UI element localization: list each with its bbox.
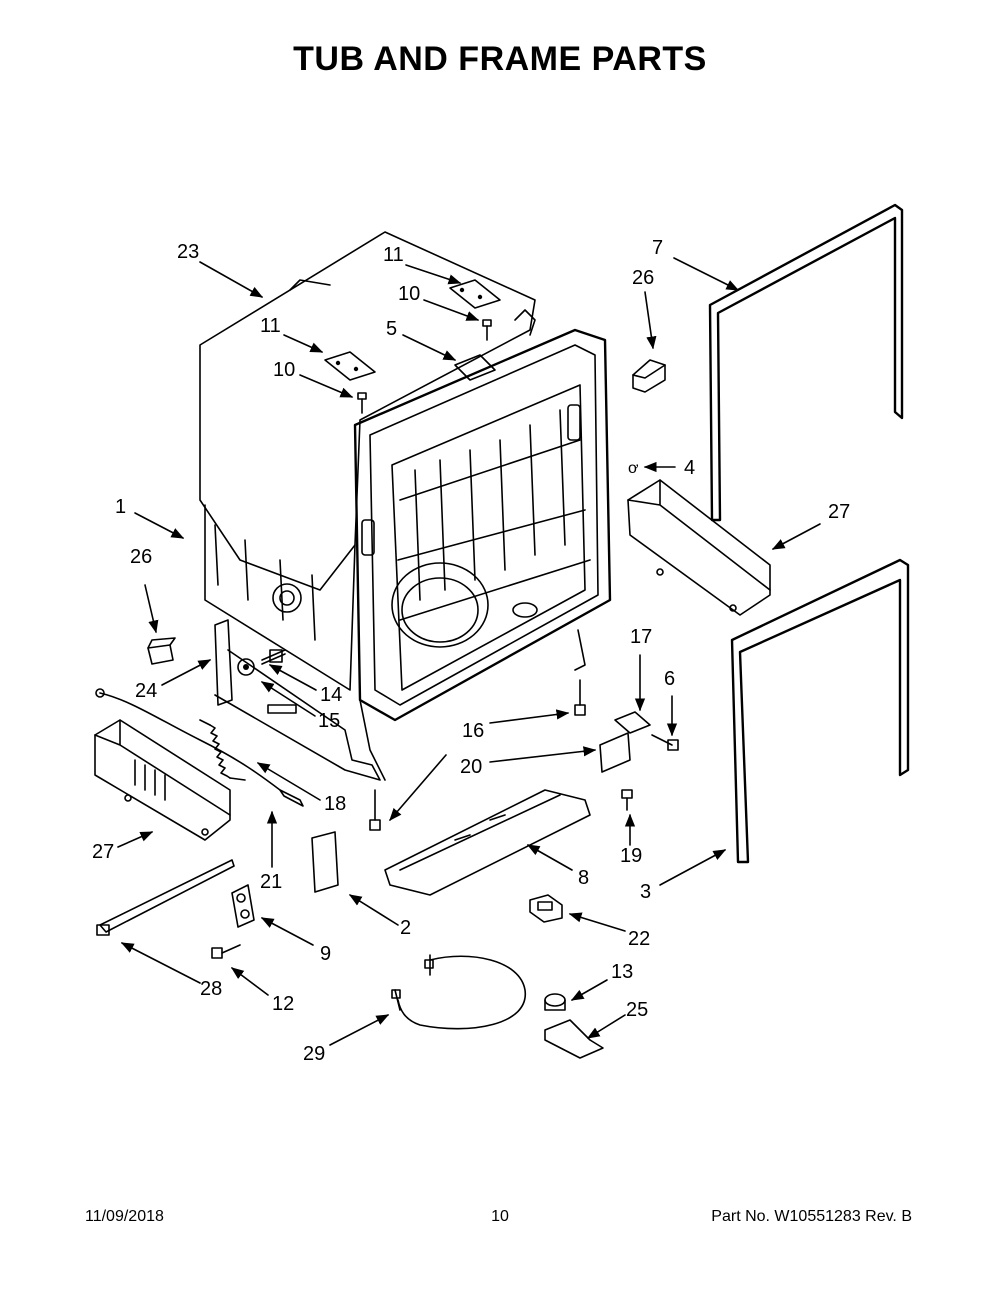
- callout-28: 28: [200, 978, 222, 1000]
- hinge-screw-lower: [357, 392, 367, 414]
- callout-21: 21: [260, 871, 282, 893]
- hinge-bracket-lower: [324, 351, 376, 381]
- clip: [529, 894, 563, 923]
- frame-bracket: [214, 619, 381, 781]
- footer-part-number: Part No. W10551283 Rev. B: [711, 1208, 912, 1225]
- callout-9: 9: [320, 943, 331, 965]
- leg-right: [574, 679, 586, 716]
- callout-27-right: 27: [828, 501, 850, 523]
- bumper-upper: [632, 359, 666, 393]
- callout-24: 24: [135, 680, 157, 702]
- side-panel-right: [627, 479, 771, 616]
- leveling-foot: [237, 649, 286, 676]
- callout-26-upper: 26: [632, 267, 654, 289]
- callout-26-left: 26: [130, 546, 152, 568]
- screw-19: [621, 789, 633, 811]
- label-card: [311, 831, 339, 893]
- callout-29: 29: [303, 1043, 325, 1065]
- thermostat-bracket: [544, 1019, 604, 1059]
- footer-page-number: 10: [491, 1208, 509, 1225]
- callout-4: 4: [684, 457, 695, 479]
- thermostat: [544, 993, 566, 1011]
- insulation-blanket: [199, 231, 536, 591]
- door-cable: [95, 688, 304, 807]
- callout-23: 23: [177, 241, 199, 263]
- callout-18: 18: [324, 793, 346, 815]
- bumper-left: [147, 637, 176, 665]
- footer-date: 11/09/2018: [85, 1208, 164, 1225]
- callout-8: 8: [578, 867, 589, 889]
- callout-7: 7: [652, 237, 663, 259]
- callout-19: 19: [620, 845, 642, 867]
- leader-lines: [117, 257, 821, 1046]
- tub-gasket: [730, 558, 910, 864]
- callout-2: 2: [400, 917, 411, 939]
- callout-1: 1: [115, 496, 126, 518]
- callout-11-upper: 11: [383, 244, 404, 266]
- callout-16: 16: [462, 720, 484, 742]
- callout-3: 3: [640, 881, 651, 903]
- tub-side-wall: [204, 504, 356, 691]
- wire-harness: [391, 954, 526, 1030]
- callout-labels: 1 2 3 4 5 6 7 8 9 10 10 11 11 12 13 14 1…: [92, 237, 850, 1065]
- side-panel-left: [94, 719, 231, 841]
- callout-6: 6: [664, 668, 675, 690]
- callout-5: 5: [386, 318, 397, 340]
- label-plate: [599, 732, 631, 773]
- callout-11-lower: 11: [260, 315, 281, 337]
- screw-12: [211, 944, 241, 959]
- cable-tie: [96, 859, 235, 936]
- callout-27-left: 27: [92, 841, 114, 863]
- door-gasket: [708, 203, 904, 522]
- door-spring: [199, 719, 246, 781]
- grommet: [231, 884, 255, 928]
- tub-assembly: [199, 231, 612, 781]
- hinge-bracket-upper: [449, 279, 501, 309]
- leg-left: [369, 789, 381, 831]
- callout-20: 20: [460, 756, 482, 778]
- callout-25: 25: [626, 999, 648, 1021]
- callout-17: 17: [630, 626, 652, 648]
- callout-10-upper: 10: [398, 283, 420, 305]
- callout-13: 13: [611, 961, 633, 983]
- leg-bracket: [614, 711, 679, 751]
- callout-15: 15: [318, 710, 340, 732]
- callout-10-lower: 10: [273, 359, 295, 381]
- callout-12: 12: [272, 993, 294, 1015]
- hinge-screw-upper: [482, 319, 492, 341]
- callout-22: 22: [628, 928, 650, 950]
- nut-icon: ơ: [628, 460, 639, 477]
- base-plate: [384, 789, 591, 896]
- callout-14: 14: [320, 684, 342, 706]
- page-title: TUB AND FRAME PARTS: [293, 40, 707, 78]
